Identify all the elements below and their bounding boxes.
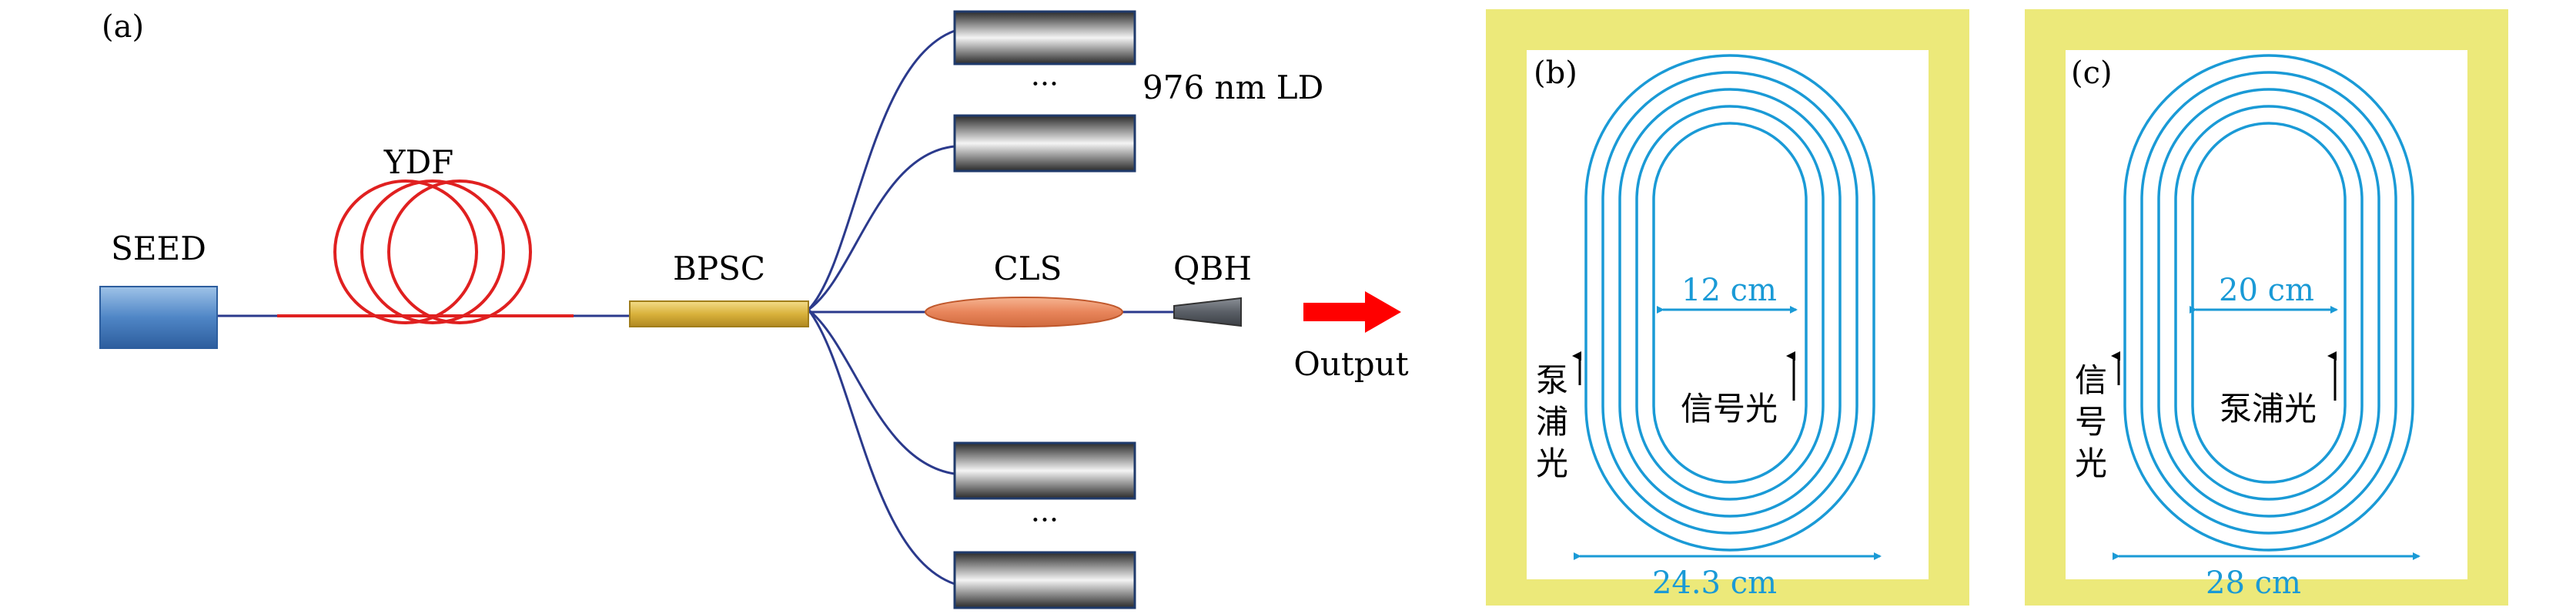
panel-c-label: (c) [2071,55,2113,91]
pump-fibers [807,29,955,585]
panel-b-left-label-1: 泵 [1536,361,1568,399]
output-label: Output [1293,345,1408,383]
ld-label: 976 nm LD [1142,69,1323,106]
panel-c-outer-dim: 28 cm [2206,565,2301,601]
panel-b: (b) 12 cm 24.3 cm 泵 浦 光 信号光 [1486,9,1969,606]
ydf-coil [333,180,532,324]
panel-c-inner-dim: 20 cm [2219,273,2314,308]
panel-a: (a) SEED YDF BPSC ··· [99,9,1409,609]
qbh-label: QBH [1173,250,1252,287]
bpsc-label: BPSC [673,250,765,287]
ld-4 [953,551,1136,609]
ld-2 [953,114,1136,173]
ydf-label: YDF [383,143,454,181]
cls-element [925,297,1123,327]
panel-b-inner-dim: 12 cm [1681,273,1777,308]
panel-c: (c) 20 cm 28 cm 信 号 光 泵浦光 [2025,9,2508,606]
pump-fiber-1 [807,29,955,311]
panel-b-left-label-3: 光 [1536,445,1568,482]
panel-a-label: (a) [102,9,144,45]
panel-b-outer-dim: 24.3 cm [1652,565,1777,601]
qbh-connector [1173,297,1242,327]
pump-fiber-4 [807,309,955,585]
bpsc-box [629,300,809,327]
panel-b-label: (b) [1534,55,1577,91]
ld-1 [953,10,1136,65]
output-arrow [1303,291,1401,333]
panel-b-left-label-2: 浦 [1536,403,1568,441]
panel-c-left-label-2: 号 [2075,403,2107,441]
panel-c-left-label-3: 光 [2075,445,2107,482]
seed-box [99,286,218,349]
panel-c-coil [2123,54,2414,552]
panel-c-center-label: 泵浦光 [2220,390,2317,428]
panel-b-center-label: 信号光 [1681,390,1778,428]
panel-b-coil [1584,54,1875,552]
cls-label: CLS [994,250,1062,287]
ld-ellipsis-bottom: ··· [1031,503,1059,537]
pump-fiber-3 [808,308,955,475]
panel-c-left-label-1: 信 [2075,361,2107,399]
pump-fiber-2 [808,145,955,311]
ld-3 [953,441,1136,500]
seed-label: SEED [111,230,206,267]
ld-ellipsis-top: ··· [1031,67,1059,101]
